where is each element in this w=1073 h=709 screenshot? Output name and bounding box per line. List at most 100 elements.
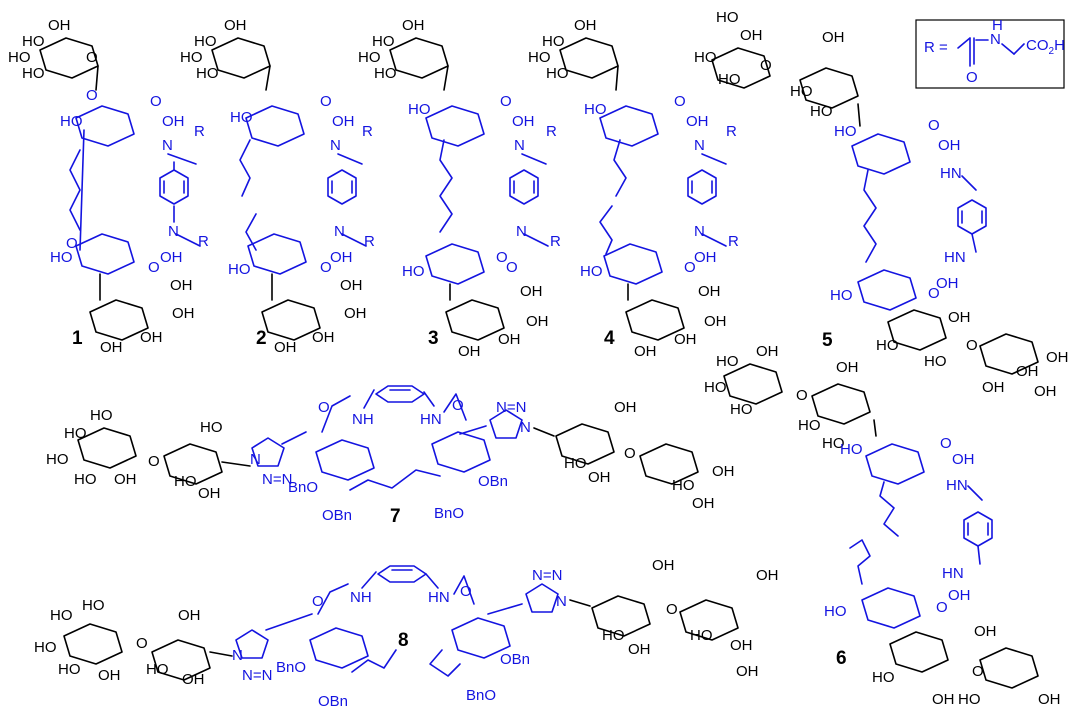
hydroxyl-label: OH	[140, 329, 163, 346]
scaffold-ring-bottom	[861, 587, 921, 629]
hydroxyl-label: OH	[332, 113, 355, 130]
hydroxyl-label: OH	[822, 29, 845, 46]
hydroxyl-label: OH	[698, 283, 721, 300]
hydroxyl-label: OH	[224, 17, 247, 34]
carbonyl-oxygen-label: O	[936, 599, 948, 616]
hydroxyl-label: HO	[228, 261, 251, 278]
hydroxyl-label: OH	[574, 17, 597, 34]
hydroxyl-label: OH	[182, 671, 205, 688]
hydroxyl-label: HO	[60, 113, 83, 130]
amide-nh-label: NH	[352, 411, 374, 428]
hydroxyl-label: HO	[876, 337, 899, 354]
hydroxyl-label: OH	[172, 305, 195, 322]
scaffold-ring-top	[75, 105, 135, 147]
hydroxyl-label: OH	[526, 313, 549, 330]
triazole-n-label: N	[232, 647, 243, 664]
hydroxyl-label: HO	[830, 287, 853, 304]
hydroxyl-label: OH	[730, 637, 753, 654]
hydroxyl-label: HO	[730, 401, 753, 418]
benzyl-ether-label: OBn	[322, 507, 352, 524]
hydroxyl-label: HO	[50, 607, 73, 624]
compound-number: 4	[604, 328, 615, 349]
triazole-n-label: N=N	[532, 567, 562, 584]
phenylene-linker	[159, 169, 189, 205]
hydroxyl-label: HO	[716, 9, 739, 26]
hydroxyl-label: OH	[1034, 383, 1057, 400]
compound-number: 3	[428, 328, 439, 349]
benzyl-ether-label: BnO	[466, 687, 496, 704]
mannose-ring-top	[211, 37, 271, 79]
galactose-ring-bottom	[979, 647, 1039, 689]
compound-5: HO OH HO HO O OH HO HO HO O OH HN HN HO …	[694, 9, 1069, 400]
amine-nh-label: HN	[942, 565, 964, 582]
hydroxyl-label: HO	[22, 33, 45, 50]
hydroxyl-label: HO	[200, 419, 223, 436]
hydroxyl-label: HO	[90, 407, 113, 424]
compound-number: 5	[822, 330, 833, 351]
triazole-n-label: N=N	[242, 667, 272, 684]
hydroxyl-label: OH	[114, 471, 137, 488]
hydroxyl-label: OH	[170, 277, 193, 294]
hydroxyl-label: HO	[230, 109, 253, 126]
compound-number: 1	[72, 328, 83, 349]
scaffold-ring-top	[851, 133, 911, 175]
amide-oxygen-label: O	[318, 399, 330, 416]
hydroxyl-label: OH	[974, 623, 997, 640]
galactose-ring	[63, 623, 123, 665]
co2h-subscript: 2	[1049, 46, 1055, 57]
hydroxyl-label: HO	[716, 353, 739, 370]
hydroxyl-label: OH	[330, 249, 353, 266]
r-group-label: R	[726, 123, 737, 140]
co2h-tail: H	[1054, 37, 1065, 54]
hydroxyl-label: OH	[652, 557, 675, 574]
compound-3: HO OH HO HO HO O OH N R N R HO O O OH OH…	[358, 17, 561, 360]
hydroxyl-label: HO	[704, 379, 727, 396]
compound-8: HO HO HO HO OH O OH HO OH N N=N O NH HN …	[34, 557, 779, 709]
hydroxyl-label: OH	[736, 663, 759, 680]
scaffold-ring-bottom	[247, 233, 307, 275]
carbonyl-oxygen-label: O	[966, 69, 978, 86]
hydroxyl-label: OH	[932, 691, 955, 708]
hydroxyl-label: HO	[924, 353, 947, 370]
r-group-label: R	[546, 123, 557, 140]
r-group-label: R	[728, 233, 739, 250]
hydroxyl-label: HO	[8, 49, 31, 66]
hydroxyl-label: HO	[174, 473, 197, 490]
compound-2: HO OH HO HO HO O OH N R N R HO O OH OH O…	[180, 17, 375, 356]
phenylene-linker	[327, 169, 357, 205]
benzyl-ether-label: BnO	[288, 479, 318, 496]
hydroxyl-label: HO	[34, 639, 57, 656]
hydroxyl-label: OH	[674, 331, 697, 348]
hydroxyl-label: HO	[690, 627, 713, 644]
hydroxyl-label: OH	[740, 27, 763, 44]
galactose-ring	[77, 427, 137, 469]
carbonyl-oxygen-label: O	[148, 259, 160, 276]
benzyl-ether-label: BnO	[276, 659, 306, 676]
benzyl-ether-label: BnO	[434, 505, 464, 522]
hydroxyl-label: OH	[694, 249, 717, 266]
hydroxyl-label: HO	[194, 33, 217, 50]
hydroxyl-label: HO	[528, 49, 551, 66]
hydroxyl-label: HO	[564, 455, 587, 472]
hydroxyl-label: OH	[312, 329, 335, 346]
glycosidic-oxygen-label: O	[148, 453, 160, 470]
hydroxyl-label: OH	[458, 343, 481, 360]
legend-box	[915, 19, 1065, 89]
carbonyl-oxygen-label: O	[500, 93, 512, 110]
amide-nh-label: HN	[420, 411, 442, 428]
glycosidic-oxygen-label: O	[760, 57, 772, 74]
hydroxyl-label: HO	[46, 451, 69, 468]
hydroxyl-label: HO	[546, 65, 569, 82]
hydroxyl-label: OH	[162, 113, 185, 130]
scaffold-ring-bottom	[603, 243, 663, 285]
r-group-label: R	[362, 123, 373, 140]
triazole-n-label: N	[520, 419, 531, 436]
ring-oxygen-label: O	[66, 235, 78, 252]
glycosidic-oxygen-label: O	[972, 663, 984, 680]
benzyl-ether-label: OBn	[478, 473, 508, 490]
amide-oxygen-label: O	[452, 397, 464, 414]
hydroxyl-label: HO	[872, 669, 895, 686]
compound-number: 2	[256, 328, 267, 349]
glycosidic-oxygen-label: O	[136, 635, 148, 652]
